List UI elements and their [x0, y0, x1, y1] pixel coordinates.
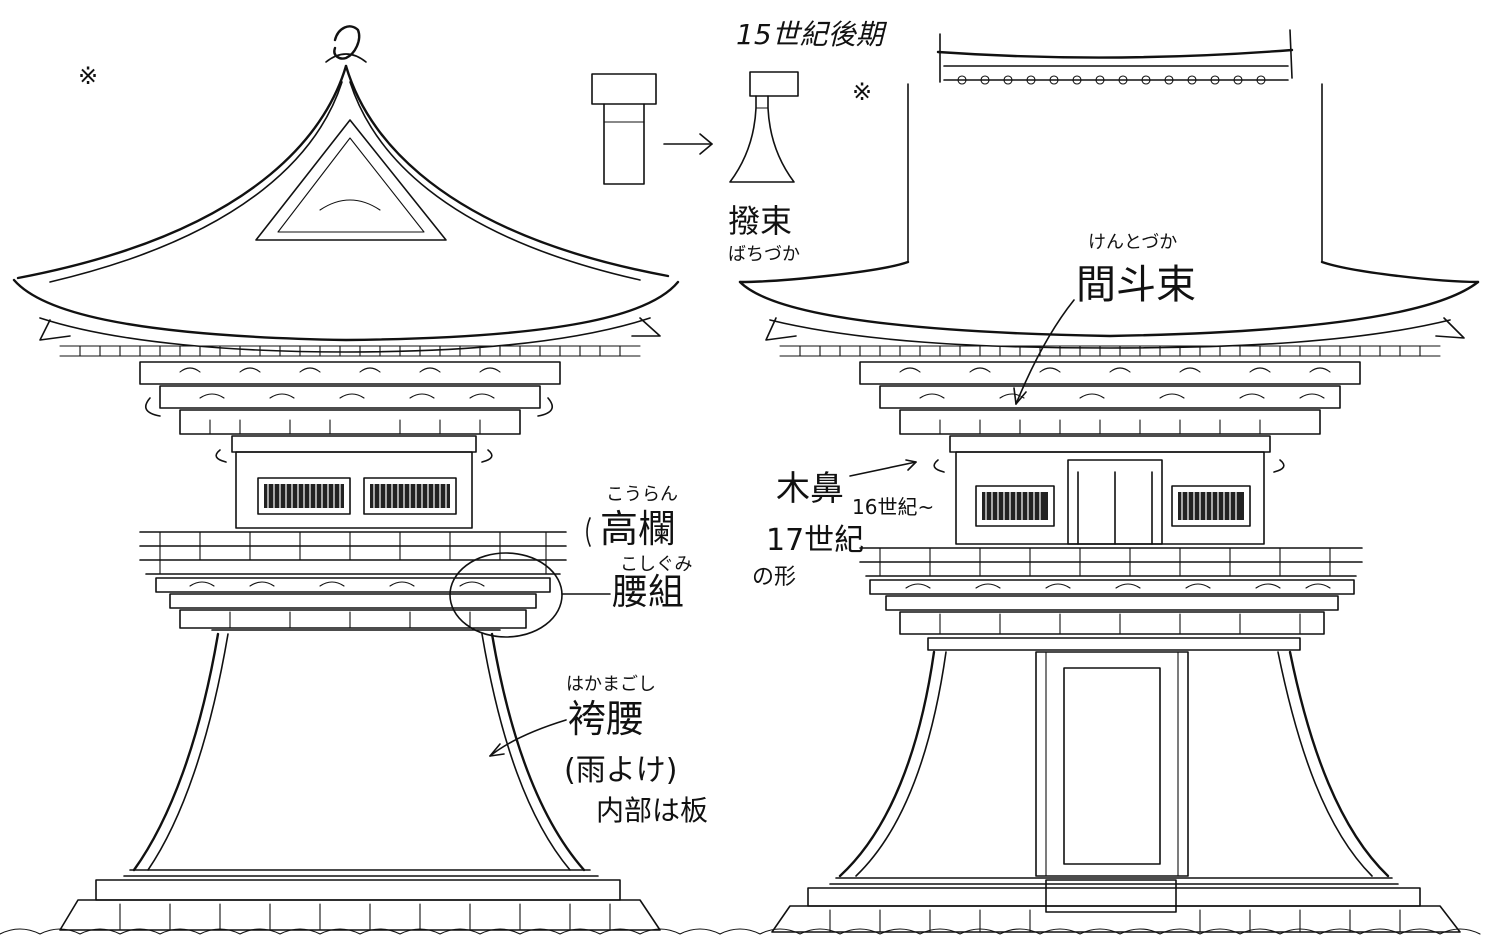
- kentozuka-label: 間斗束: [1076, 262, 1196, 308]
- era-title: 15世紀後期: [736, 18, 888, 51]
- strut-comparison-sketch: [591, 71, 799, 185]
- kentozuka-reading: けんとづか: [1088, 232, 1177, 253]
- left-belfry: [0, 25, 721, 935]
- left-hakamagoshi: [123, 629, 599, 877]
- left-symbol: ※: [78, 62, 98, 90]
- koran-label: 高欄: [600, 507, 676, 551]
- shape-label: の形: [752, 565, 796, 590]
- left-roof: [12, 64, 680, 357]
- koran-reading: こうらん: [606, 484, 678, 505]
- left-stone-base: [0, 879, 721, 935]
- left-upper-brackets: [139, 361, 561, 435]
- hakamagoshi-reading: はかまごし: [566, 674, 656, 695]
- koshigumi-reading: こしぐみ: [620, 554, 693, 575]
- right-symbol: ※: [852, 78, 872, 106]
- amayoke-note: (雨よけ): [564, 753, 677, 788]
- koshigumi-label: 腰組: [612, 572, 684, 613]
- left-railing-koshigumi: [139, 531, 567, 638]
- right-railing-koshigumi: [859, 547, 1363, 635]
- right-bell-chamber: [933, 435, 1285, 545]
- left-bell-chamber: [215, 435, 493, 529]
- right-hakamagoshi: [829, 637, 1399, 885]
- seventeenth-century-label: 17世紀: [766, 523, 864, 558]
- right-roof: [738, 83, 1480, 357]
- left-roof-finial: [325, 25, 367, 63]
- sixteenth-century-label: 16世紀~: [852, 495, 934, 519]
- annotation-labels: ※ ※ 15世紀後期 撥束 ばちづか けんとづか 間斗束 こうらん 高欄 こしぐ…: [78, 18, 1196, 827]
- right-belfry: [719, 29, 1481, 935]
- right-roof-ridge: [936, 29, 1294, 85]
- hakamagoshi-label: 袴腰: [568, 697, 644, 741]
- interior-board-note: 内部は板: [596, 794, 708, 827]
- right-upper-brackets: [859, 361, 1361, 435]
- right-stone-base: [719, 879, 1481, 935]
- kibana-label: 木鼻: [776, 469, 844, 509]
- annotation-leaders: [489, 299, 1075, 757]
- batsuzuka-reading: ばちづか: [728, 244, 800, 265]
- batsuzuka-label: 撥束: [728, 202, 792, 240]
